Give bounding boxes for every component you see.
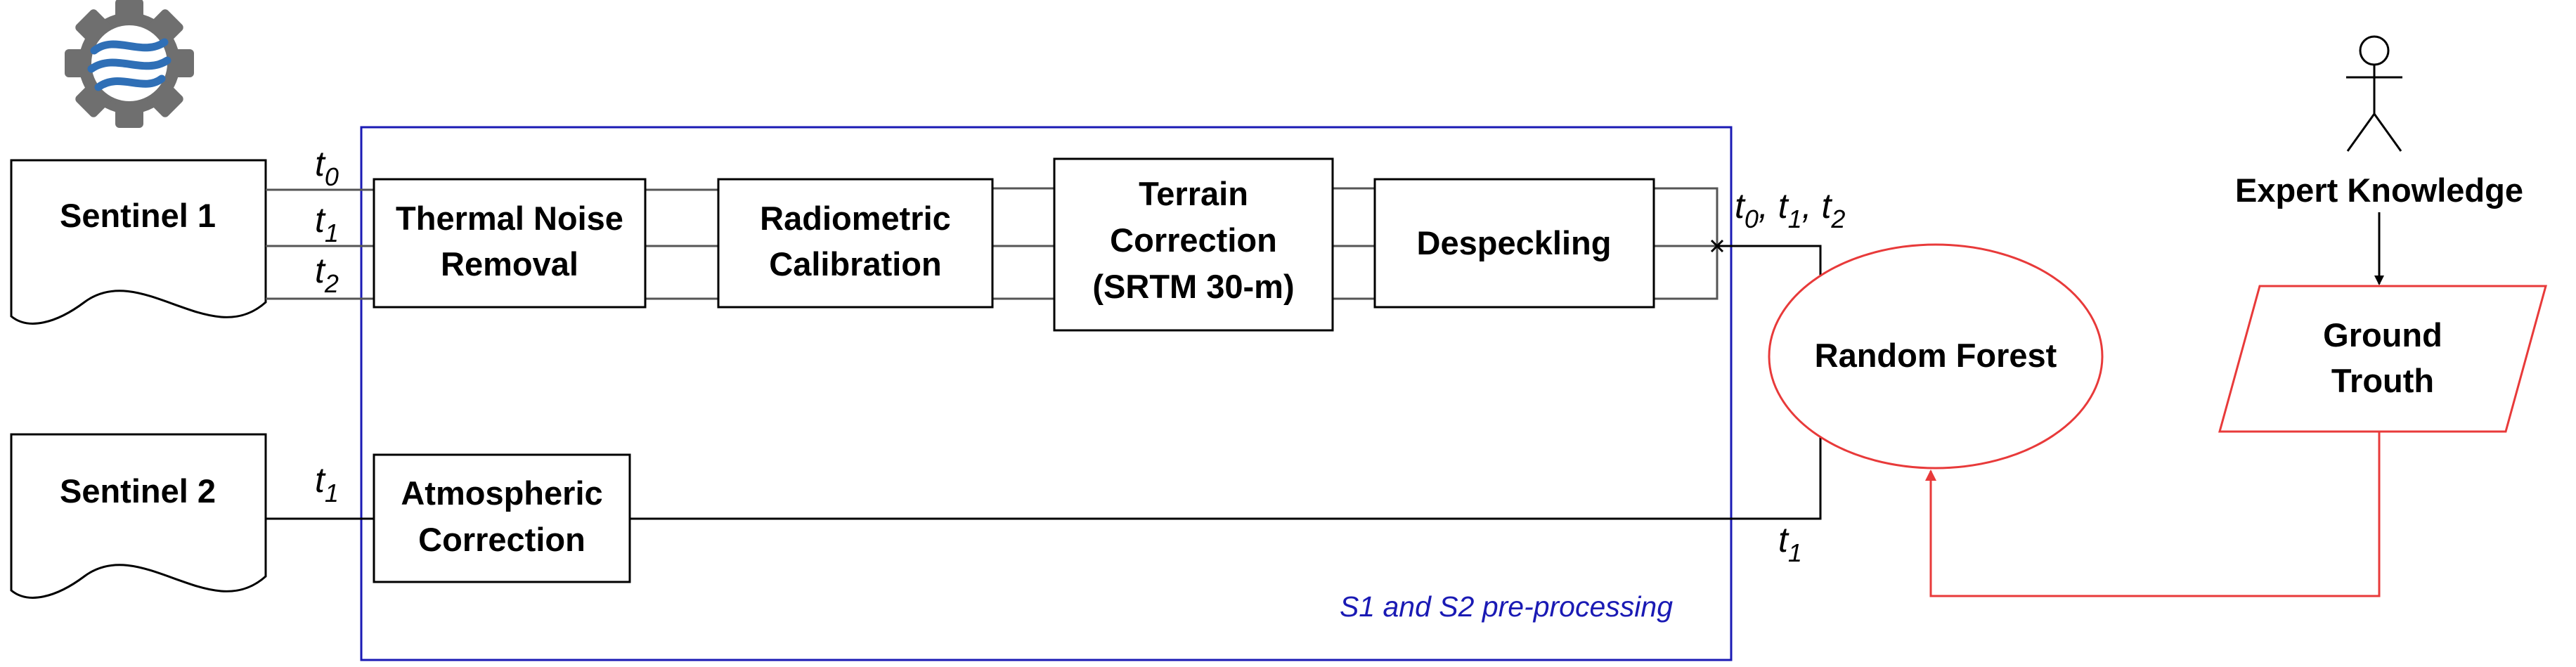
preprocessing-group-frame [360,126,1733,661]
ground-truth-line1: Ground [2323,316,2442,354]
earth-engine-gear-icon [65,0,194,128]
terrain-line2: Correction [1110,221,1277,259]
radiometric-line1: Radiometric [760,200,951,237]
radiometric-calibration-box: Radiometric Calibration [717,178,994,309]
s1-processing-lines [645,187,1719,300]
thermal-line1: Thermal Noise [396,200,623,237]
t1-output-label: t1 [1778,520,1802,567]
sentinel-2-document: Sentinel 2 [10,433,267,599]
terrain-correction-box: Terrain Correction (SRTM 30-m) [1053,157,1334,332]
ground-truth-line2: Trouth [2331,362,2434,399]
random-forest-label: Random Forest [1815,337,2057,374]
preprocessing-group-label: S1 and S2 pre-processing [1340,590,1673,623]
thermal-noise-removal-box: Thermal Noise Removal [373,178,647,309]
ground-truth-to-random-forest-arrow [1925,432,2381,597]
despeckling-line1: Despeckling [1417,224,1612,261]
t0-label: t0 [315,144,339,191]
t2-label: t2 [315,251,339,298]
s2-to-random-forest-arrow [630,423,1825,520]
s1-input-lines [266,188,374,300]
t1-label: t1 [315,200,339,247]
t1-s2-label: t1 [315,460,339,507]
random-forest-node: Random Forest [1768,243,2104,470]
expert-actor-icon [2346,35,2402,152]
atmospheric-correction-box: Atmospheric Correction [373,453,631,583]
sentinel-1-document: Sentinel 1 [10,159,267,325]
atmospheric-line2: Correction [418,521,585,558]
ground-truth-node: Ground Trouth [2218,285,2547,433]
despeckling-box: Despeckling [1373,178,1655,309]
time-labels: t0 t1 t2 t1 t1 t0, t1, t2 [315,144,1845,567]
expert-knowledge-label: Expert Knowledge [2235,171,2523,209]
terrain-line1: Terrain [1139,175,1248,212]
atmospheric-line1: Atmospheric [401,474,602,512]
combined-time-label: t0, t1, t2 [1735,186,1845,233]
sentinel-2-label: Sentinel 2 [60,472,216,510]
thermal-line2: Removal [441,245,578,283]
terrain-line3: (SRTM 30-m) [1092,268,1294,305]
sentinel-1-label: Sentinel 1 [60,197,216,234]
radiometric-line2: Calibration [769,245,941,283]
